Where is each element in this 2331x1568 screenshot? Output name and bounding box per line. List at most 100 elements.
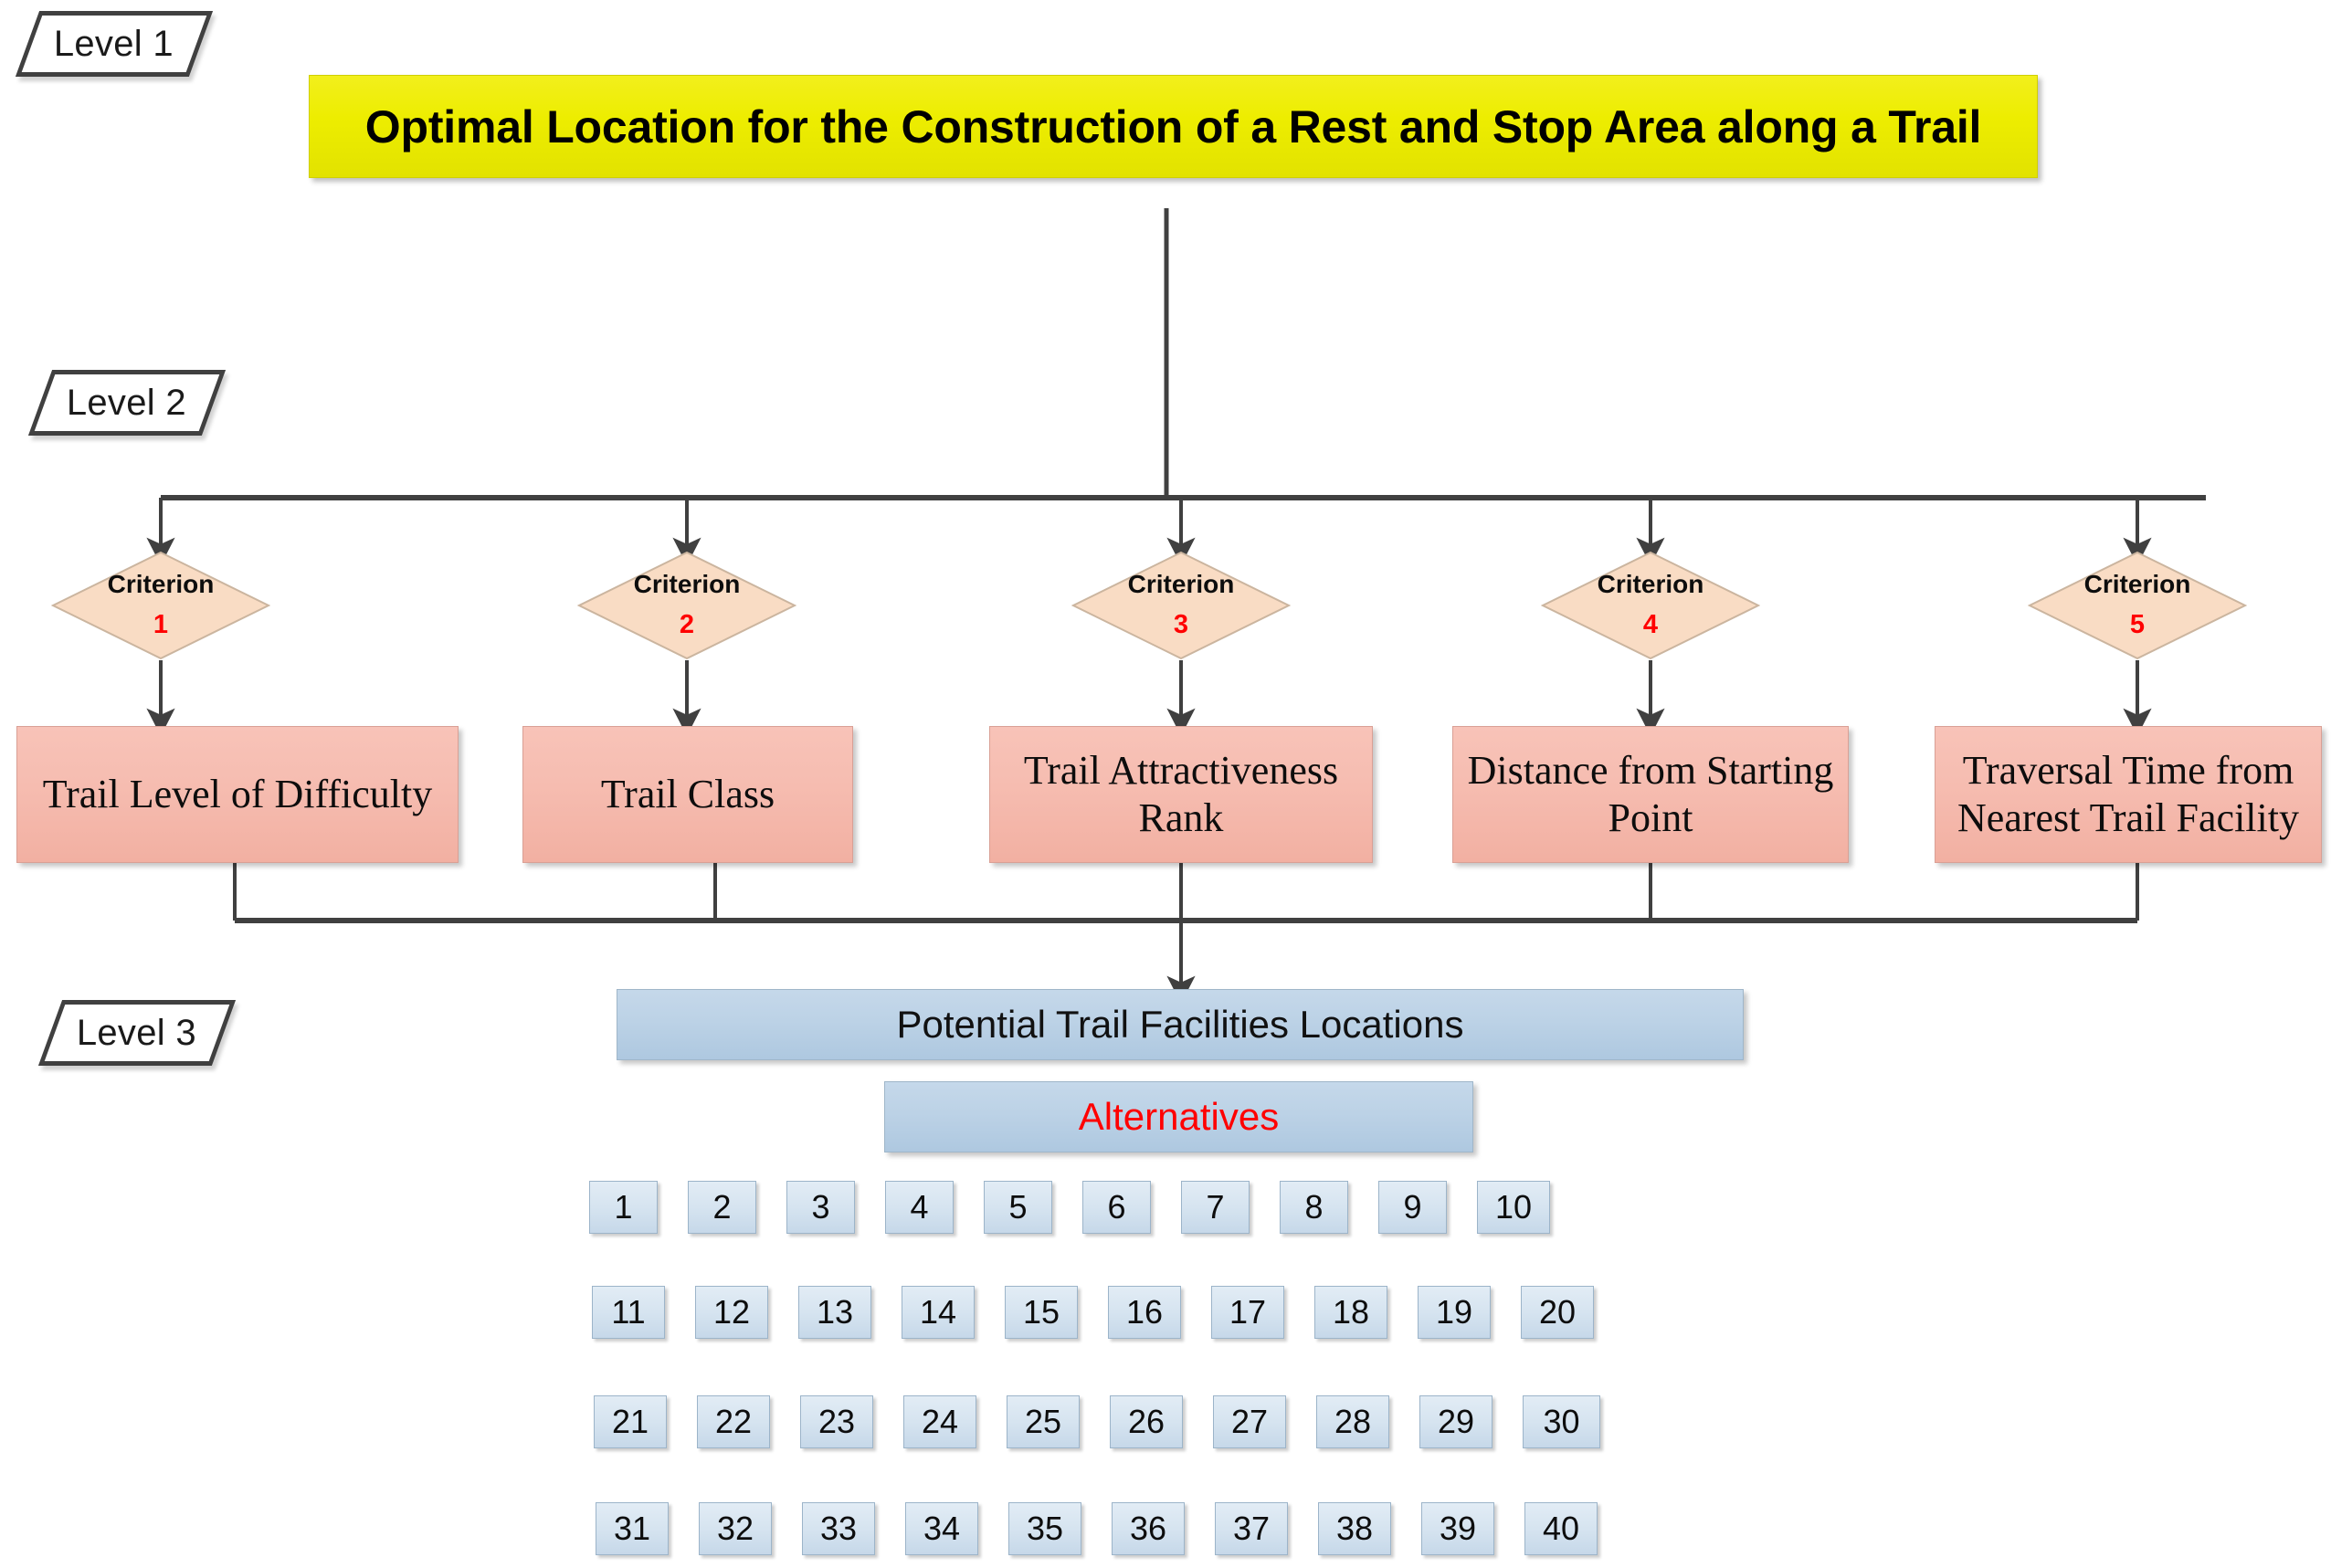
level-tag-1: Level 1 — [15, 11, 214, 77]
criterion-box-traversal-time-from-nearest-trail-facility: Traversal Time from Nearest Trail Facili… — [1935, 726, 2322, 863]
alternative-chip[interactable]: 34 — [905, 1502, 978, 1555]
criterion-1-word: Criterion — [107, 570, 215, 599]
alternative-label: 1 — [614, 1188, 633, 1226]
diamond-shape-icon — [51, 551, 270, 660]
alternative-label: 13 — [816, 1293, 854, 1331]
alternative-label: 29 — [1437, 1403, 1475, 1440]
criterion-diamond-2: Criterion 2 — [577, 551, 796, 660]
alternative-chip[interactable]: 39 — [1421, 1502, 1494, 1555]
alternative-chip[interactable]: 15 — [1005, 1286, 1078, 1339]
alternative-chip[interactable]: 16 — [1108, 1286, 1181, 1339]
goal-banner: Optimal Location for the Construction of… — [309, 75, 2038, 178]
alternative-chip[interactable]: 24 — [903, 1395, 976, 1448]
alternative-chip[interactable]: 14 — [902, 1286, 975, 1339]
alternative-chip[interactable]: 1 — [589, 1181, 658, 1234]
diamond-shape-icon — [577, 551, 796, 660]
alternative-chip[interactable]: 6 — [1082, 1181, 1151, 1234]
alternative-label: 33 — [819, 1510, 858, 1547]
alternative-chip[interactable]: 36 — [1112, 1502, 1185, 1555]
alternative-label: 39 — [1439, 1510, 1477, 1547]
criterion-box-trail-class: Trail Class — [522, 726, 853, 863]
criterion-box-2-label: Trail Class — [600, 772, 775, 817]
alternative-chip[interactable]: 31 — [596, 1502, 669, 1555]
criterion-diamond-4: Criterion 4 — [1541, 551, 1760, 660]
criterion-1-number: 1 — [153, 610, 169, 640]
alternative-chip[interactable]: 12 — [695, 1286, 768, 1339]
alternative-chip[interactable]: 27 — [1213, 1395, 1286, 1448]
alternative-label: 17 — [1229, 1293, 1267, 1331]
alternative-label: 4 — [910, 1188, 929, 1226]
alternative-label: 35 — [1026, 1510, 1064, 1547]
alternatives-row-3: 21 22 23 24 25 26 27 28 29 30 — [594, 1395, 1600, 1448]
alternative-chip[interactable]: 40 — [1524, 1502, 1598, 1555]
alternative-chip[interactable]: 11 — [592, 1286, 665, 1339]
criterion-3-number: 3 — [1173, 610, 1189, 640]
criterion-2-number: 2 — [679, 610, 695, 640]
alternative-chip[interactable]: 4 — [885, 1181, 954, 1234]
alternative-label: 5 — [1008, 1188, 1028, 1226]
alternative-label: 21 — [611, 1403, 649, 1440]
criterion-3-word: Criterion — [1127, 570, 1235, 599]
alternative-chip[interactable]: 28 — [1316, 1395, 1389, 1448]
alternative-label: 36 — [1129, 1510, 1167, 1547]
alternative-chip[interactable]: 35 — [1008, 1502, 1081, 1555]
alternatives-row-2: 11 12 13 14 15 16 17 18 19 20 — [592, 1286, 1594, 1339]
criterion-diamond-3-text: Criterion 3 — [1071, 551, 1291, 660]
alternative-chip[interactable]: 10 — [1477, 1181, 1550, 1234]
alternative-label: 7 — [1206, 1188, 1225, 1226]
alternative-label: 20 — [1538, 1293, 1577, 1331]
alternative-label: 31 — [613, 1510, 651, 1547]
alternative-label: 25 — [1024, 1403, 1062, 1440]
alternative-chip[interactable]: 26 — [1110, 1395, 1183, 1448]
criterion-5-word: Criterion — [2083, 570, 2191, 599]
alternative-label: 8 — [1304, 1188, 1324, 1226]
alternative-chip[interactable]: 25 — [1007, 1395, 1080, 1448]
criterion-box-trail-level-of-difficulty: Trail Level of Difficulty — [16, 726, 459, 863]
alternative-chip[interactable]: 23 — [800, 1395, 873, 1448]
alternative-chip[interactable]: 7 — [1181, 1181, 1250, 1234]
alternative-chip[interactable]: 21 — [594, 1395, 667, 1448]
alternative-label: 16 — [1125, 1293, 1164, 1331]
criterion-box-5-label: Traversal Time from Nearest Trail Facili… — [1957, 748, 2299, 840]
alternative-label: 12 — [712, 1293, 751, 1331]
alternative-label: 9 — [1403, 1188, 1422, 1226]
alternative-chip[interactable]: 29 — [1419, 1395, 1492, 1448]
alternative-chip[interactable]: 19 — [1418, 1286, 1491, 1339]
alternatives-box: Alternatives — [884, 1081, 1473, 1152]
alternative-label: 3 — [811, 1188, 830, 1226]
alternative-chip[interactable]: 17 — [1211, 1286, 1284, 1339]
alternative-label: 38 — [1335, 1510, 1374, 1547]
alternatives-row-4: 31 32 33 34 35 36 37 38 39 40 — [596, 1502, 1598, 1555]
alternative-chip[interactable]: 9 — [1378, 1181, 1447, 1234]
alternative-chip[interactable]: 8 — [1280, 1181, 1348, 1234]
alternative-label: 34 — [923, 1510, 961, 1547]
alternative-label: 27 — [1230, 1403, 1269, 1440]
criterion-diamond-4-text: Criterion 4 — [1541, 551, 1760, 660]
level-tag-3: Level 3 — [37, 1000, 237, 1066]
alternative-chip[interactable]: 22 — [697, 1395, 770, 1448]
alternative-label: 24 — [921, 1403, 959, 1440]
criterion-box-4-label: Distance from Starting Point — [1467, 748, 1834, 840]
criterion-box-distance-from-starting-point: Distance from Starting Point — [1452, 726, 1849, 863]
alternative-chip[interactable]: 18 — [1314, 1286, 1387, 1339]
alternative-chip[interactable]: 13 — [798, 1286, 871, 1339]
alternative-chip[interactable]: 3 — [786, 1181, 855, 1234]
alternative-chip[interactable]: 33 — [802, 1502, 875, 1555]
alternative-chip[interactable]: 38 — [1318, 1502, 1391, 1555]
alternative-chip[interactable]: 37 — [1215, 1502, 1288, 1555]
alternative-chip[interactable]: 5 — [984, 1181, 1052, 1234]
potential-trail-facilities-locations-box: Potential Trail Facilities Locations — [617, 989, 1744, 1060]
criterion-2-word: Criterion — [633, 570, 741, 599]
alternative-chip[interactable]: 30 — [1523, 1395, 1600, 1448]
alternative-chip[interactable]: 32 — [699, 1502, 772, 1555]
alternative-label: 14 — [919, 1293, 957, 1331]
criterion-box-1-label: Trail Level of Difficulty — [42, 772, 433, 817]
alternative-label: 28 — [1334, 1403, 1372, 1440]
alternative-label: 30 — [1543, 1403, 1580, 1440]
criterion-diamond-3: Criterion 3 — [1071, 551, 1291, 660]
alternative-label: 6 — [1107, 1188, 1126, 1226]
alternative-label: 23 — [817, 1403, 856, 1440]
alternative-chip[interactable]: 20 — [1521, 1286, 1594, 1339]
alternative-chip[interactable]: 2 — [688, 1181, 756, 1234]
alternative-label: 2 — [712, 1188, 732, 1226]
